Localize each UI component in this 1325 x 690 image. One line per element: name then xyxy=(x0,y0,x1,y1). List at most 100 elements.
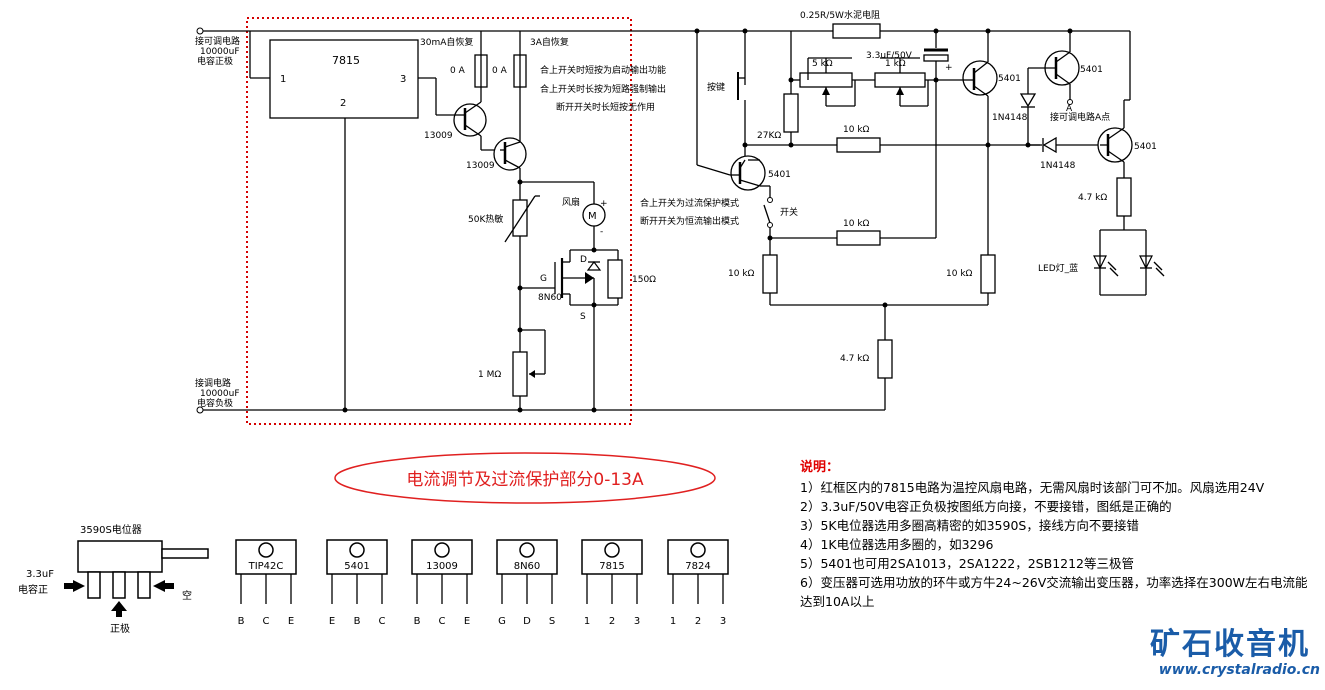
svg-text:电容正: 电容正 xyxy=(18,583,48,596)
package-name: TIP42C xyxy=(248,561,284,572)
resistor-150: 150Ω xyxy=(607,250,656,305)
svg-text:LED灯_蓝: LED灯_蓝 xyxy=(1038,262,1078,274)
transistor-5401-top-mid: 5401 xyxy=(960,28,1021,255)
push-button: 按键 xyxy=(707,28,748,145)
mode-switch: 开关 xyxy=(763,197,798,255)
svg-text:+: + xyxy=(600,199,608,209)
note-line-1: 1）红框区内的7815电路为温控风扇电路，无需风扇时该部门可不加。风扇选用24V xyxy=(800,480,1265,495)
svg-text:电流调节及过流保护部分0-13A: 电流调节及过流保护部分0-13A xyxy=(406,470,644,490)
fan-motor: M 风扇 + - xyxy=(562,182,608,250)
diode-1n4148-b: 1N4148 xyxy=(1028,136,1100,171)
svg-text:3: 3 xyxy=(400,74,406,85)
svg-text:5 kΩ: 5 kΩ xyxy=(812,59,833,69)
button-notes: 合上开关时短按为启动输出功能 合上开关时长按为短路强制输出 断开开关时长短按无作… xyxy=(540,64,669,113)
pot-3590s-pinout: 3590S电位器 3.3uF 电容正 正极 空 xyxy=(18,523,209,635)
package-pin-label: B xyxy=(414,616,421,627)
package-name: 7824 xyxy=(685,561,710,572)
led-blue: LED灯_蓝 xyxy=(1038,229,1165,296)
svg-text:3590S电位器: 3590S电位器 xyxy=(80,523,142,536)
svg-text:空: 空 xyxy=(182,589,192,602)
svg-text:5401: 5401 xyxy=(1080,65,1103,75)
package-pin-label: 2 xyxy=(695,616,701,627)
resistor-cement: 0.25R/5W水泥电阻 xyxy=(800,9,881,39)
notes-panel: 说明： 1）红框区内的7815电路为温控风扇电路，无需风扇时该部门可不加。风扇选… xyxy=(800,458,1310,611)
fan-circuit-box xyxy=(246,17,632,425)
svg-text:10 kΩ: 10 kΩ xyxy=(728,269,755,279)
package-pin-label: B xyxy=(238,616,245,627)
package-pin-label: E xyxy=(288,616,294,627)
note-line-3: 3）5K电位器选用多圈高精密的如3590S，接线方向不要接错 xyxy=(800,518,1139,533)
regulator-7815: 7815 1 3 2 xyxy=(249,31,455,410)
notes-heading: 说明： xyxy=(800,460,840,475)
svg-text:13009: 13009 xyxy=(466,161,495,171)
package-pin-label: 1 xyxy=(584,616,590,627)
svg-text:3.3uF/50V: 3.3uF/50V xyxy=(866,51,913,61)
svg-text:按键: 按键 xyxy=(707,81,725,93)
svg-text:0 A: 0 A xyxy=(450,66,466,76)
svg-text:风扇: 风扇 xyxy=(562,196,580,208)
logo-text: 矿石收音机 xyxy=(1150,627,1310,662)
banner: 电流调节及过流保护部分0-13A xyxy=(334,452,716,504)
svg-text:正极: 正极 xyxy=(110,622,130,635)
svg-text:5401: 5401 xyxy=(768,170,791,180)
svg-text:10 kΩ: 10 kΩ xyxy=(843,125,870,135)
svg-text:A: A xyxy=(1066,104,1073,114)
svg-text:接可调电路A点: 接可调电路A点 xyxy=(1050,111,1110,123)
svg-text:1 MΩ: 1 MΩ xyxy=(478,370,501,380)
package-pin-label: C xyxy=(263,616,270,627)
svg-text:27KΩ: 27KΩ xyxy=(757,131,781,141)
package-name: 8N60 xyxy=(514,561,541,572)
resistor-10k-left: 10 kΩ xyxy=(728,254,778,305)
package-pin-label: E xyxy=(329,616,335,627)
svg-text:50K热敏: 50K热敏 xyxy=(468,213,503,225)
diode-1n4148-a: 1N4148 xyxy=(992,68,1037,148)
package-pin-label: 2 xyxy=(609,616,615,627)
svg-text:1 kΩ: 1 kΩ xyxy=(885,59,906,69)
thermistor-50k: 50K热敏 xyxy=(468,182,540,288)
site-logo: 矿石收音机 www.crystalradio.cn xyxy=(1150,628,1320,688)
svg-text:5401: 5401 xyxy=(998,74,1021,84)
package-name: 7815 xyxy=(599,561,624,572)
svg-text:1: 1 xyxy=(280,74,286,85)
svg-text:13009: 13009 xyxy=(424,131,453,141)
package-pin-label: S xyxy=(549,616,555,627)
svg-text:3A自恢复: 3A自恢复 xyxy=(530,36,569,48)
note-line-2: 2）3.3uF/50V电容正负极按图纸方向接，不要接错，图纸是正确的 xyxy=(800,499,1172,514)
package-pin-label: D xyxy=(523,616,531,627)
svg-text:8N60: 8N60 xyxy=(538,293,562,303)
pot-1k: 1 kΩ xyxy=(874,57,929,107)
package-name: 13009 xyxy=(426,561,458,572)
package-4: 7815 1 2 3 xyxy=(581,539,643,627)
svg-text:150Ω: 150Ω xyxy=(632,275,656,285)
pot-5k: 5 kΩ xyxy=(799,57,856,107)
package-pin-label: C xyxy=(379,616,386,627)
note-line-5: 5）5401也可用2SA1013，2SA1222，2SB1212等三极管 xyxy=(800,556,1135,571)
svg-text:1N4148: 1N4148 xyxy=(1040,161,1076,171)
svg-text:+: + xyxy=(945,63,953,73)
svg-text:开关: 开关 xyxy=(780,206,798,218)
resistor-4-7k-bottom: 4.7 kΩ xyxy=(840,305,893,410)
note-line-4: 4）1K电位器选用多圈的，如3296 xyxy=(800,537,994,552)
svg-text:10 kΩ: 10 kΩ xyxy=(946,269,973,279)
package-pin-label: 3 xyxy=(634,616,640,627)
svg-text:30mA自恢复: 30mA自恢复 xyxy=(420,36,473,48)
svg-text:0 A: 0 A xyxy=(492,66,508,76)
svg-text:0.25R/5W水泥电阻: 0.25R/5W水泥电阻 xyxy=(800,9,880,21)
pot-1m: 1 MΩ xyxy=(478,285,546,410)
svg-text:4.7 kΩ: 4.7 kΩ xyxy=(1078,193,1107,203)
resistor-10k-switch xyxy=(836,230,881,246)
transistor-5401-top-right: 5401 A 接可调电路A点 xyxy=(1028,28,1110,123)
resistor-27k: 27KΩ xyxy=(757,31,799,148)
transistor-13009-a: 13009 xyxy=(424,101,500,151)
svg-text:-: - xyxy=(600,227,603,237)
svg-text:1N4148: 1N4148 xyxy=(992,113,1028,123)
svg-text:5401: 5401 xyxy=(1134,142,1157,152)
resistor-10k-mid xyxy=(836,137,881,153)
package-pin-label: 3 xyxy=(720,616,726,627)
svg-text:S: S xyxy=(580,312,586,322)
